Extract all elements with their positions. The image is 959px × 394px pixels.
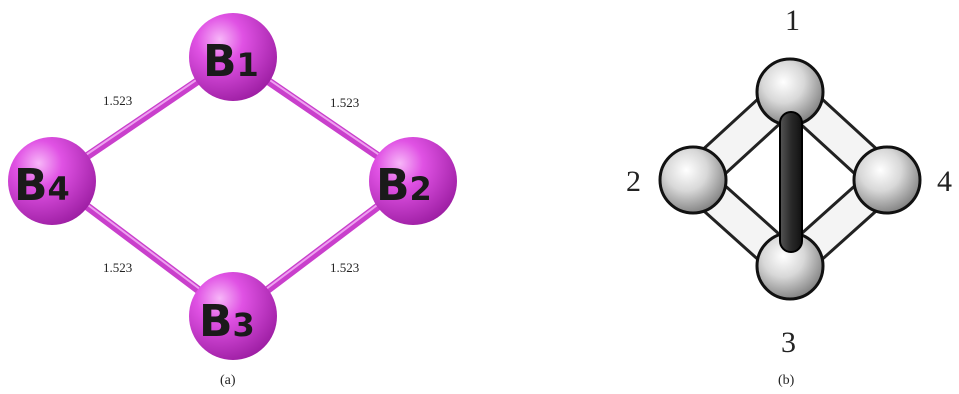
- caption-b: (b): [778, 373, 795, 388]
- bond-length-label: 1.523: [330, 260, 359, 275]
- sphere-2: [658, 145, 728, 215]
- panel-b: 1 2 3 4 (b): [626, 4, 952, 388]
- atom-b2: B2: [369, 137, 457, 225]
- atom-label: B4: [14, 160, 70, 211]
- atom-b1: B1: [189, 13, 277, 101]
- label-3: 3: [781, 326, 796, 359]
- panel-a: B1 B2 B3 B4 1.523 1.523 1.523 1.523 (a): [8, 13, 457, 388]
- atom-label: B1: [203, 36, 259, 87]
- atom-label: B3: [199, 296, 255, 347]
- sphere-4: [852, 145, 922, 215]
- atom-sphere: [189, 13, 277, 101]
- bond-length-label: 1.523: [330, 95, 359, 110]
- atom-sphere: [8, 137, 96, 225]
- bond-length-label: 1.523: [103, 260, 132, 275]
- atom-b4: B4: [8, 137, 96, 225]
- label-2: 2: [626, 165, 641, 198]
- atom-sphere: [189, 272, 277, 360]
- atom-b3: B3: [189, 272, 277, 360]
- center-bond: [779, 111, 803, 253]
- atom-label: B2: [376, 160, 432, 211]
- label-1: 1: [785, 4, 800, 37]
- atom-sphere: [369, 137, 457, 225]
- label-4: 4: [937, 165, 952, 198]
- caption-a: (a): [220, 373, 236, 388]
- bond-length-label: 1.523: [103, 93, 132, 108]
